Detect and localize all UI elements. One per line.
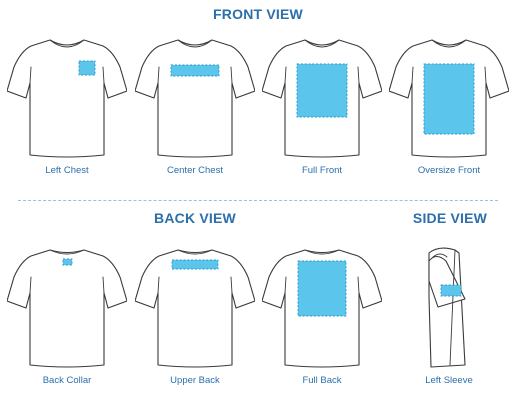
shirt-left-chest: Left Chest (7, 37, 127, 182)
tshirt-front-icon (389, 39, 509, 158)
print-zone-back-collar (62, 258, 73, 266)
tshirt-back-icon (7, 249, 127, 368)
tshirt-side-icon (428, 247, 466, 368)
tshirt-back-icon (135, 249, 255, 368)
shirt-upper-back: Upper Back (135, 247, 255, 392)
shirt-full-front: Full Front (262, 37, 382, 182)
tshirt-back-icon (262, 249, 382, 368)
caption-back-collar: Back Collar (42, 375, 92, 386)
print-zone-upper-back (171, 259, 219, 270)
caption-full-back: Full Back (302, 375, 342, 386)
caption-full-front: Full Front (301, 165, 343, 176)
shirt-left-sleeve: Left Sleeve (389, 247, 509, 392)
section-divider (18, 200, 498, 201)
caption-center-chest: Center Chest (167, 165, 223, 176)
print-zone-left-sleeve (440, 284, 462, 297)
caption-left-chest: Left Chest (45, 165, 89, 176)
tshirt-front-icon (135, 39, 255, 158)
shirt-full-back: Full Back (262, 247, 382, 392)
front-view-title: FRONT VIEW (213, 6, 303, 22)
print-zone-left-chest (78, 60, 96, 76)
print-zone-oversize-front (423, 63, 475, 135)
caption-upper-back: Upper Back (170, 375, 220, 386)
shirt-oversize-front: Oversize Front (389, 37, 509, 182)
caption-oversize-front: Oversize Front (417, 165, 481, 176)
back-view-title: BACK VIEW (154, 210, 236, 226)
print-zone-center-chest (170, 64, 220, 77)
shirt-center-chest: Center Chest (135, 37, 255, 182)
side-view-title: SIDE VIEW (412, 210, 488, 226)
tshirt-front-icon (262, 39, 382, 158)
caption-left-sleeve: Left Sleeve (425, 375, 473, 386)
print-zone-full-back (297, 260, 347, 317)
print-zone-full-front (296, 63, 348, 118)
tshirt-front-icon (7, 39, 127, 158)
shirt-back-collar: Back Collar (7, 247, 127, 392)
